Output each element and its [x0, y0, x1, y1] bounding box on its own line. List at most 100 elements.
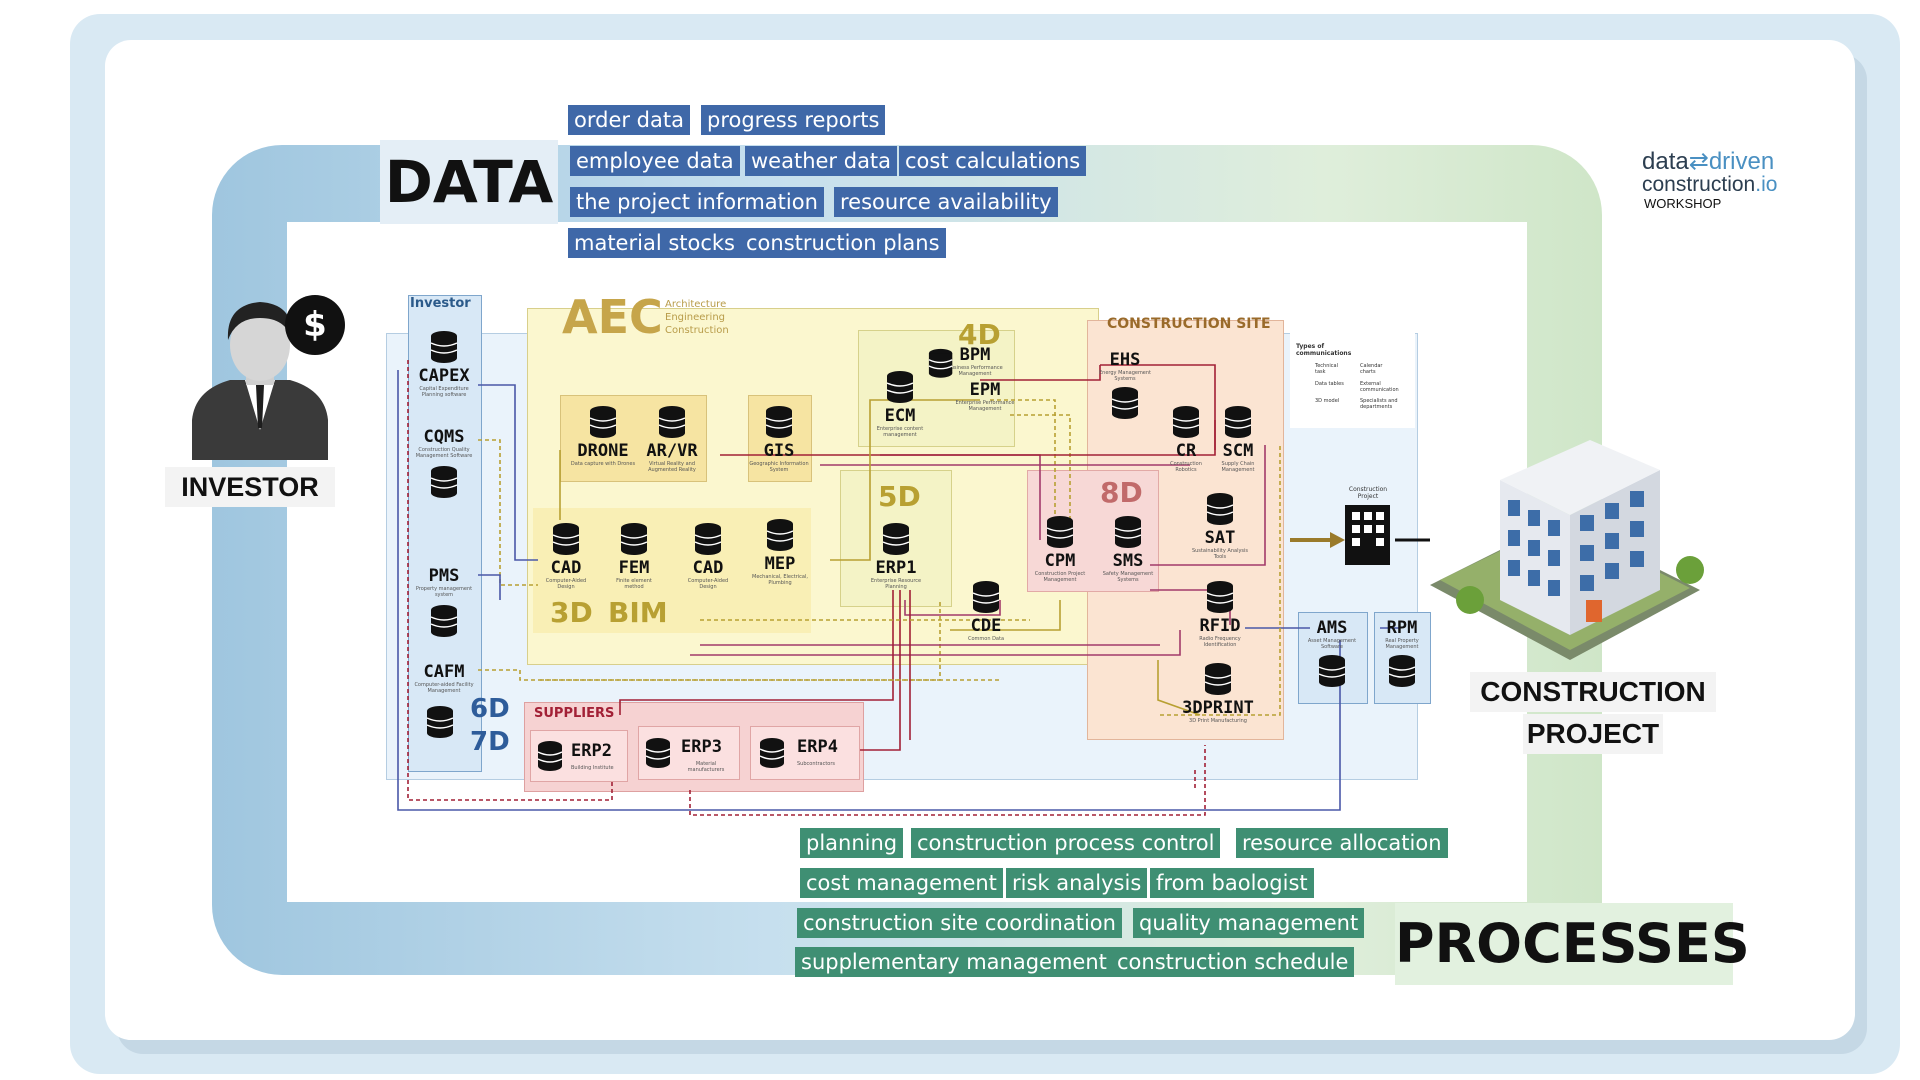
aec-sub3: Construction [665, 325, 729, 336]
project-label-line1: CONSTRUCTION [1470, 672, 1716, 712]
node-pms[interactable]: PMS Property management system [410, 566, 478, 640]
node-name: AMS [1316, 618, 1348, 638]
database-icon [765, 406, 793, 438]
dim-6d: 6D [470, 694, 510, 724]
node-name: CQMS [423, 427, 465, 447]
legend-item: Technical task [1315, 363, 1338, 375]
node-desc: 3D Print Manufacturing [1189, 718, 1247, 724]
logo-io: .io [1755, 173, 1778, 196]
database-icon [1114, 516, 1142, 548]
database-icon [1046, 516, 1074, 548]
legend-item: 3D model [1315, 398, 1340, 404]
node-3dprint[interactable]: 3DPRINT 3D Print Manufacturing [1170, 662, 1266, 724]
node-desc: Data capture with Drones [570, 461, 636, 467]
dim-bim: BIM [608, 596, 668, 629]
node-capex[interactable]: CAPEX Capital Expenditure Planning softw… [410, 330, 478, 398]
node-name: GIS [763, 441, 795, 461]
site-title: CONSTRUCTION SITE [1107, 316, 1271, 332]
node-erp4[interactable]: ERP4 Subcontractors [750, 726, 860, 780]
aec-sub1: Architecture [665, 299, 727, 310]
node-name: SMS [1112, 551, 1144, 571]
node-mep[interactable]: MEP Mechanical, Electrical, Plumbing [752, 518, 808, 586]
building-label: Construction Project [1348, 486, 1388, 500]
process-tag: construction site coordination [797, 908, 1122, 938]
node-sms[interactable]: SMS Safety Management Systems [1100, 515, 1156, 583]
node-cad-1[interactable]: CAD Computer-Aided Design [540, 522, 592, 590]
node-name: CAD [692, 558, 724, 578]
database-icon [766, 519, 794, 551]
node-name: PMS [428, 566, 460, 586]
database-icon [1206, 493, 1234, 525]
node-cr[interactable]: CR Construction Robotics [1162, 405, 1210, 473]
node-name: ERP1 [875, 558, 917, 578]
node-desc: Computer-Aided Design [687, 578, 729, 590]
data-tag: cost calculations [899, 146, 1087, 176]
node-name: CPM [1044, 551, 1076, 571]
node-fem[interactable]: FEM Finite element method [608, 522, 660, 590]
process-tag: supplementary management [795, 947, 1113, 977]
node-desc: Subcontractors [797, 761, 836, 767]
node-erp2[interactable]: ERP2 Building Institute [530, 730, 628, 782]
node-desc: Sustainability Analysis Tools [1191, 548, 1249, 560]
legend-title: Types of communications [1296, 343, 1352, 357]
aec-sub2: Engineering [665, 312, 725, 323]
node-name: ERP4 [797, 737, 838, 757]
node-desc: Enterprise Resource Planning [870, 578, 922, 590]
dim-8d: 8D [1100, 476, 1143, 509]
legend-item: Data tables [1315, 381, 1344, 387]
node-rfid[interactable]: RFID Radio Frequency Identification [1186, 580, 1254, 648]
database-icon [430, 331, 458, 363]
node-cad-2[interactable]: CAD Computer-Aided Design [682, 522, 734, 590]
dim-7d: 7D [470, 727, 510, 757]
dollar-glyph: $ [303, 305, 327, 345]
node-gis[interactable]: GIS Geographic Information System [748, 405, 810, 473]
data-tag: order data [568, 105, 690, 135]
node-bpm[interactable]: BPM Business Performance Management [935, 345, 1015, 377]
node-cafm[interactable]: CAFM Computer-aided Facility Management [410, 662, 478, 694]
node-name: CDE [970, 616, 1002, 636]
legend-item: Calendar charts [1360, 363, 1383, 375]
node-name: ERP3 [681, 737, 722, 757]
node-arvr[interactable]: AR/VR Virtual Reality and Augmented Real… [638, 405, 706, 473]
database-icon [589, 406, 617, 438]
legend-item: External communication [1360, 381, 1399, 393]
node-name: EHS [1109, 350, 1141, 370]
database-icon [430, 466, 458, 498]
processes-title: PROCESSES [1395, 903, 1750, 985]
node-sat[interactable]: SAT Sustainability Analysis Tools [1190, 492, 1250, 560]
node-epm[interactable]: EPM Enterprise Performance Management [950, 380, 1020, 412]
investor-zone-label: Investor [410, 296, 471, 311]
node-cde[interactable]: CDE Common Data [960, 580, 1012, 642]
node-rpm[interactable]: RPM Real Property Management [1376, 618, 1428, 690]
node-cpm[interactable]: CPM Construction Project Management [1030, 515, 1090, 583]
node-desc: Construction Project Management [1034, 571, 1086, 583]
process-tag: construction process control [911, 828, 1221, 858]
node-ecm[interactable]: ECM Enterprise content management [870, 370, 930, 438]
process-tag: quality management [1133, 908, 1365, 938]
brand-logo: data⇄driven construction.io WORKSHOP [1642, 150, 1842, 212]
data-tag: progress reports [701, 105, 886, 135]
node-desc: Asset Management Software [1307, 638, 1357, 650]
node-desc: Enterprise Performance Management [955, 400, 1015, 412]
node-scm[interactable]: SCM Supply Chain Management [1210, 405, 1266, 473]
node-erp1[interactable]: ERP1 Enterprise Resource Planning [866, 522, 926, 590]
node-name: DRONE [577, 441, 629, 461]
node-desc: Radio Frequency Identification [1199, 636, 1241, 648]
node-desc: Capital Expenditure Planning software [419, 386, 469, 398]
database-icon [1172, 406, 1200, 438]
node-drone[interactable]: DRONE Data capture with Drones [568, 405, 638, 467]
node-desc: Real Property Management [1385, 638, 1419, 650]
node-name: CR [1175, 441, 1197, 461]
node-cqms[interactable]: CQMS Construction Quality Management Sof… [410, 427, 478, 501]
node-erp3[interactable]: ERP3 Material manufacturers [638, 726, 740, 780]
node-desc: Material manufacturers [687, 761, 725, 773]
node-name: CAFM [423, 662, 465, 682]
node-desc: Supply Chain Management [1221, 461, 1255, 473]
node-desc: Enterprise content management [876, 426, 924, 438]
dim-5d: 5D [878, 480, 921, 513]
data-tag: weather data [745, 146, 898, 176]
node-ehs[interactable]: EHS Energy Management Systems [1095, 350, 1155, 422]
data-tag: the project information [570, 187, 824, 217]
node-name: MEP [764, 554, 796, 574]
node-ams[interactable]: AMS Asset Management Software [1300, 618, 1364, 690]
